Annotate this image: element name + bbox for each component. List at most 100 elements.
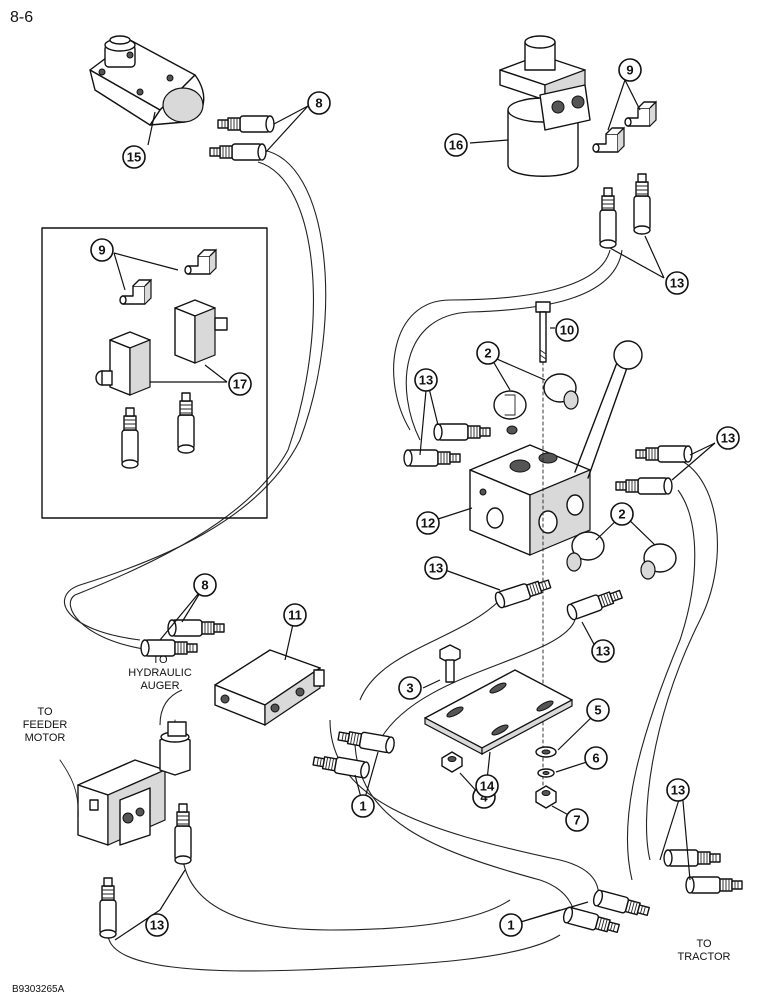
bolt-3 (439, 644, 461, 683)
note-to-tractor: TO TRACTOR (678, 938, 731, 963)
svg-text:2: 2 (618, 507, 625, 522)
coupler-1-mid-b (311, 752, 372, 780)
coupler-13-vertical-a (599, 187, 617, 249)
coupler-8-upper-a (217, 115, 275, 133)
callout-13-valve-left: 13 (414, 368, 438, 392)
svg-text:2: 2 (484, 346, 491, 361)
callout-16: 16 (444, 133, 468, 157)
coupler-8-lower-b (140, 639, 198, 657)
callout-14: 14 (475, 774, 499, 798)
adapter-block-17-a (95, 331, 151, 396)
svg-text:5: 5 (594, 703, 601, 718)
tee-fitting-2-b (566, 531, 677, 580)
svg-text:MOTOR: MOTOR (25, 732, 66, 744)
reference-code: B9303265A (12, 984, 65, 995)
callout-1-mid: 1 (351, 794, 375, 818)
svg-text:13: 13 (429, 561, 443, 576)
note-to-feeder-motor: TO FEEDER MOTOR (23, 706, 68, 744)
diverter-block-11 (214, 649, 325, 727)
svg-text:13: 13 (596, 644, 610, 659)
page-number: 8-6 (10, 9, 33, 26)
svg-text:13: 13 (419, 373, 433, 388)
svg-text:12: 12 (421, 516, 435, 531)
callout-13-valve-below-b: 13 (591, 639, 615, 663)
coupler-13-valve-below-b (564, 585, 625, 622)
svg-text:9: 9 (626, 63, 633, 78)
svg-text:13: 13 (670, 276, 684, 291)
coupler-1-mid-a (336, 727, 397, 755)
washer-5 (535, 746, 557, 758)
svg-text:TO: TO (37, 706, 53, 718)
nut-7 (535, 785, 557, 809)
mounting-plate-14 (424, 669, 573, 755)
callout-9-upper: 9 (618, 58, 642, 82)
svg-text:13: 13 (671, 783, 685, 798)
elbow-fitting-9-a (592, 127, 625, 153)
callout-13-valve-right: 13 (716, 426, 740, 450)
callout-10: 10 (555, 318, 579, 342)
inset-detail-box (41, 227, 268, 519)
svg-text:7: 7 (573, 813, 580, 828)
coupler-1-lower-b (561, 905, 621, 937)
callout-11: 11 (283, 603, 307, 627)
callout-5: 5 (586, 698, 610, 722)
callout-2-lower: 2 (610, 502, 634, 526)
svg-text:AUGER: AUGER (140, 680, 179, 692)
coupler-13-valve-right-a (635, 445, 693, 463)
control-valve-12 (469, 444, 591, 556)
svg-text:11: 11 (288, 608, 302, 623)
coupler-8-lower-a (167, 619, 225, 637)
callout-8-lower: 8 (193, 573, 217, 597)
tee-fitting-2-a (493, 373, 579, 435)
callout-12: 12 (416, 511, 440, 535)
coupler-13-valve-right-b (615, 477, 673, 495)
callout-15: 15 (122, 145, 146, 169)
callout-1-lower: 1 (499, 913, 523, 937)
bolt-10 (535, 301, 551, 801)
coupler-13-vertical-b (633, 173, 651, 235)
coupler-13-lower-left-a (174, 803, 192, 865)
callout-8-upper: 8 (307, 91, 331, 115)
nut-4 (441, 751, 463, 773)
callout-7: 7 (565, 808, 589, 832)
valve-lever (574, 340, 643, 479)
hoses (63, 149, 718, 972)
coupler-13-valve-left-b (403, 449, 461, 467)
callout-13-upper: 13 (665, 271, 689, 295)
svg-text:17: 17 (233, 377, 247, 392)
coupler-13-lower-right-a (685, 876, 743, 894)
note-to-hydraulic-auger: TO HYDRAULIC AUGER (128, 654, 192, 692)
feeder-motor-assembly (59, 719, 191, 846)
svg-text:HYDRAULIC: HYDRAULIC (128, 667, 192, 679)
callout-9-inset: 9 (90, 238, 114, 262)
lock-washer-6 (537, 768, 555, 778)
callout-6: 6 (584, 746, 608, 770)
coupler-1-lower-a (591, 888, 651, 920)
svg-text:13: 13 (721, 431, 735, 446)
svg-text:1: 1 (359, 799, 366, 814)
elbow-fitting-9-b (624, 101, 657, 127)
callout-3: 3 (398, 676, 422, 700)
svg-text:TO: TO (152, 654, 168, 666)
svg-text:8: 8 (201, 578, 208, 593)
callout-13-lower-left: 13 (145, 913, 169, 937)
svg-text:16: 16 (449, 138, 463, 153)
callout-17: 17 (228, 372, 252, 396)
svg-text:14: 14 (480, 779, 495, 794)
svg-text:TRACTOR: TRACTOR (678, 951, 731, 963)
callout-13-valve-below-a: 13 (424, 556, 448, 580)
callout-13-lower-right: 13 (666, 778, 690, 802)
svg-text:TO: TO (696, 938, 712, 950)
adapter-block-17-b (174, 299, 228, 364)
svg-text:13: 13 (150, 918, 164, 933)
hydraulic-motor-15 (89, 35, 205, 126)
coupler-13-lower-left-b (99, 877, 117, 939)
svg-text:9: 9 (98, 243, 105, 258)
callout-2-upper: 2 (476, 341, 500, 365)
svg-text:8: 8 (315, 96, 322, 111)
svg-text:10: 10 (560, 323, 574, 338)
svg-text:3: 3 (406, 681, 413, 696)
coupler-13-lower-right-b (663, 849, 721, 867)
svg-text:15: 15 (127, 150, 141, 165)
